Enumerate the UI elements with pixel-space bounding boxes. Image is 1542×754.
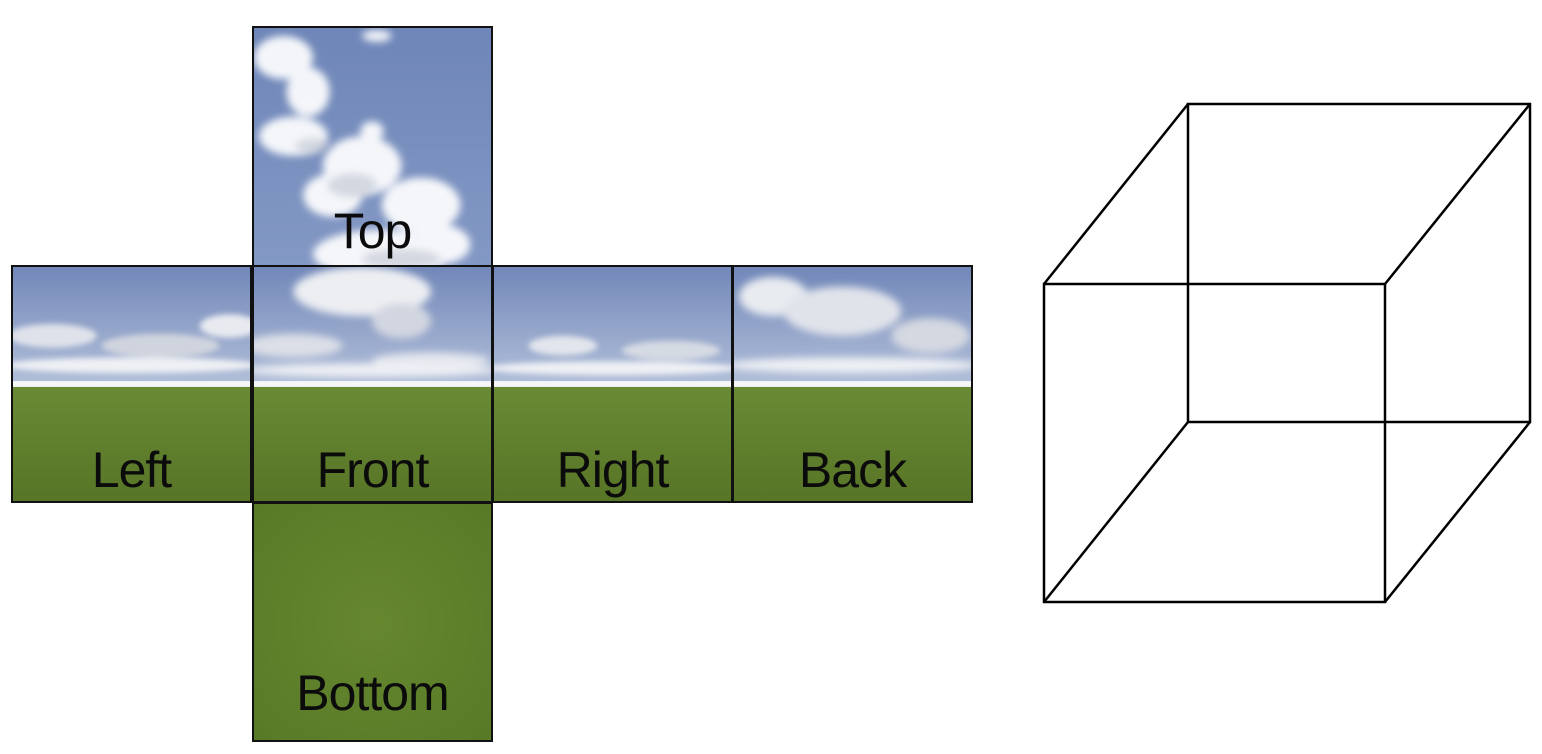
skybox-face-right: Right — [492, 265, 733, 503]
skybox-face-front: Front — [252, 265, 493, 503]
horizon-texture — [494, 267, 731, 501]
face-label-bottom: Bottom — [296, 665, 449, 721]
face-label-front: Front — [316, 442, 430, 498]
cube-edge-bottom-right — [1384, 421, 1531, 603]
skybox-face-top: Top — [252, 26, 493, 267]
horizon-texture — [254, 267, 491, 501]
face-label-left: Left — [91, 442, 172, 498]
sky-texture — [254, 28, 491, 265]
horizon-texture — [734, 267, 971, 501]
skybox-face-bottom: Bottom — [252, 502, 493, 742]
wireframe-cube — [1042, 102, 1532, 604]
cube-edge-top-left — [1043, 103, 1189, 285]
cube-front-face — [1042, 282, 1387, 604]
face-label-top: Top — [333, 203, 413, 259]
cube-edge-top-right — [1384, 103, 1531, 285]
face-label-back: Back — [798, 442, 907, 498]
skybox-face-left: Left — [11, 265, 252, 503]
skybox-face-back: Back — [732, 265, 973, 503]
face-label-right: Right — [556, 442, 670, 498]
horizon-texture — [13, 267, 250, 501]
cube-back-face — [1186, 102, 1532, 424]
ground-texture — [254, 504, 491, 740]
cube-edge-bottom-left — [1043, 421, 1189, 603]
